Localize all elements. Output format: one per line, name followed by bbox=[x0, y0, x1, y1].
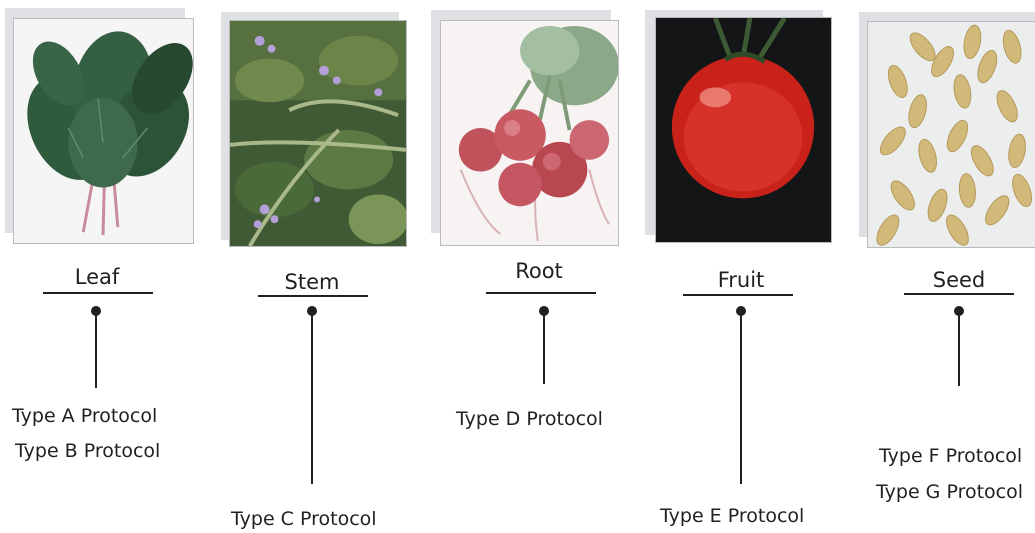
seed-protocol-2: Type G Protocol bbox=[876, 479, 1023, 506]
leaf-protocol-2: Type B Protocol bbox=[15, 438, 160, 465]
fruit-photo bbox=[655, 17, 832, 243]
fruit-protocol-1: Type E Protocol bbox=[660, 503, 804, 530]
leaf-photo bbox=[13, 18, 194, 244]
seed-underline bbox=[904, 293, 1014, 295]
seed-label: Seed bbox=[889, 268, 1029, 292]
seed-protocol-1: Type F Protocol bbox=[879, 443, 1022, 470]
leaf-connector-line bbox=[95, 314, 97, 388]
seed-photo bbox=[867, 21, 1035, 248]
root-connector-line bbox=[543, 314, 545, 384]
stem-connector-line bbox=[311, 314, 313, 484]
fruit-connector-line bbox=[740, 314, 742, 484]
root-label: Root bbox=[469, 259, 609, 283]
root-underline bbox=[486, 292, 596, 294]
root-protocol-1: Type D Protocol bbox=[456, 406, 603, 433]
stem-photo bbox=[229, 20, 407, 247]
stem-label: Stem bbox=[242, 270, 382, 294]
root-photo bbox=[440, 20, 619, 246]
leaf-underline bbox=[43, 292, 153, 294]
leaf-label: Leaf bbox=[27, 265, 167, 289]
stem-protocol-1: Type C Protocol bbox=[231, 506, 377, 533]
fruit-underline bbox=[683, 294, 793, 296]
leaf-protocol-1: Type A Protocol bbox=[12, 403, 157, 430]
stem-underline bbox=[258, 295, 368, 297]
seed-connector-line bbox=[958, 314, 960, 386]
fruit-label: Fruit bbox=[671, 268, 811, 292]
